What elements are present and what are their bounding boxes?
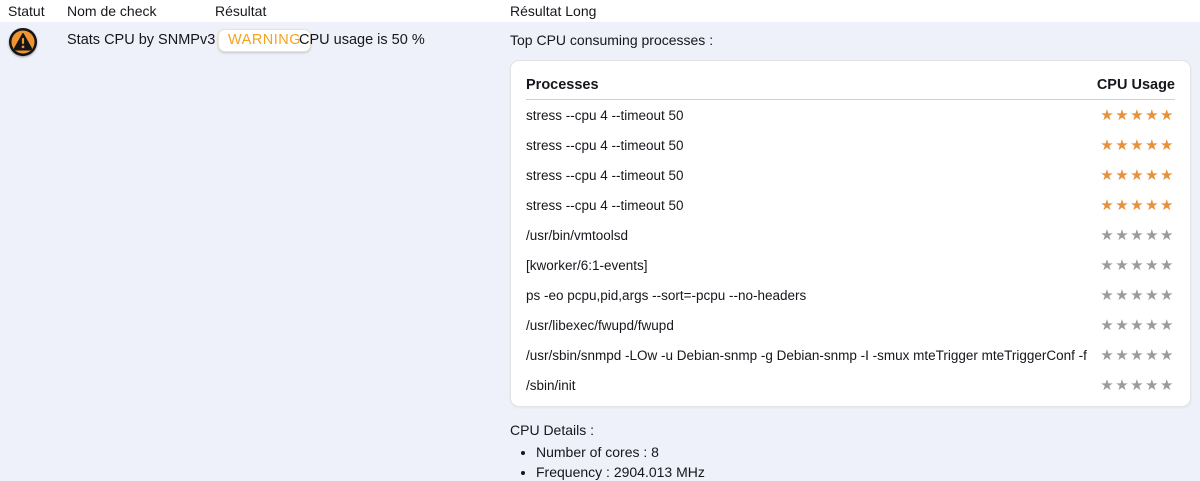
process-name: /usr/bin/vmtoolsd [526, 227, 629, 243]
process-name: ps -eo pcpu,pid,args --sort=-pcpu --no-h… [526, 287, 807, 303]
cpu-details-list: Number of cores : 8Frequency : 2904.013 … [520, 442, 705, 481]
cpu-usage-stars-icon: ★★★★★ [1100, 167, 1175, 184]
cpu-usage-stars-icon: ★★★★★ [1100, 197, 1175, 214]
table-row: stress --cpu 4 --timeout 50 ★★★★★ [511, 100, 1190, 130]
cpu-usage-stars-icon: ★★★★★ [1100, 377, 1175, 394]
process-name: /usr/sbin/snmpd -LOw -u Debian-snmp -g D… [526, 347, 1087, 363]
cpu-detail-item: Frequency : 2904.013 MHz [536, 462, 705, 481]
table-row: stress --cpu 4 --timeout 50 ★★★★★ [511, 130, 1190, 160]
header-divider [526, 99, 1175, 100]
cpu-usage-stars-icon: ★★★★★ [1100, 317, 1175, 334]
process-table-card: Processes CPU Usage stress --cpu 4 --tim… [510, 60, 1191, 407]
cpu-usage-column-title: CPU Usage [1096, 77, 1175, 93]
cpu-usage-stars-icon: ★★★★★ [1100, 107, 1175, 124]
table-row: [kworker/6:1-events] ★★★★★ [511, 250, 1190, 280]
process-name: stress --cpu 4 --timeout 50 [526, 107, 684, 123]
table-header: Statut Nom de check Résultat Résultat Lo… [0, 0, 1200, 22]
cpu-details-title: CPU Details : [510, 422, 595, 438]
column-header-statut: Statut [8, 3, 45, 19]
cpu-usage-stars-icon: ★★★★★ [1100, 227, 1175, 244]
process-column-title: Processes [526, 77, 599, 93]
table-row: /usr/sbin/snmpd -LOw -u Debian-snmp -g D… [511, 340, 1190, 370]
table-row: /usr/bin/vmtoolsd ★★★★★ [511, 220, 1190, 250]
column-header-resultat: Résultat [215, 3, 267, 19]
cpu-usage-stars-icon: ★★★★★ [1100, 257, 1175, 274]
status-badge: WARNING [218, 29, 312, 52]
table-row: stress --cpu 4 --timeout 50 ★★★★★ [511, 190, 1190, 220]
process-name: stress --cpu 4 --timeout 50 [526, 137, 684, 153]
check-name: Stats CPU by SNMPv3 [67, 32, 216, 48]
long-output-title: Top CPU consuming processes : [510, 32, 714, 48]
process-table-header: Processes CPU Usage [511, 71, 1190, 99]
process-name: [kworker/6:1-events] [526, 257, 648, 273]
process-rows: stress --cpu 4 --timeout 50 ★★★★★ stress… [511, 100, 1190, 400]
check-result-text: CPU usage is 50 % [299, 32, 425, 48]
process-name: stress --cpu 4 --timeout 50 [526, 167, 684, 183]
cpu-detail-item: Number of cores : 8 [536, 442, 705, 462]
table-row: /usr/libexec/fwupd/fwupd ★★★★★ [511, 310, 1190, 340]
process-name: stress --cpu 4 --timeout 50 [526, 197, 684, 213]
table-row: ps -eo pcpu,pid,args --sort=-pcpu --no-h… [511, 280, 1190, 310]
warning-circle-icon [8, 27, 38, 57]
process-name: /usr/libexec/fwupd/fwupd [526, 317, 674, 333]
process-name: /sbin/init [526, 377, 576, 393]
table-row: stress --cpu 4 --timeout 50 ★★★★★ [511, 160, 1190, 190]
table-row: /sbin/init ★★★★★ [511, 370, 1190, 400]
cpu-usage-stars-icon: ★★★★★ [1100, 137, 1175, 154]
cpu-usage-stars-icon: ★★★★★ [1100, 287, 1175, 304]
column-header-resultat-long: Résultat Long [510, 3, 597, 19]
cpu-usage-stars-icon: ★★★★★ [1100, 347, 1175, 364]
column-header-nom-de-check: Nom de check [67, 3, 157, 19]
